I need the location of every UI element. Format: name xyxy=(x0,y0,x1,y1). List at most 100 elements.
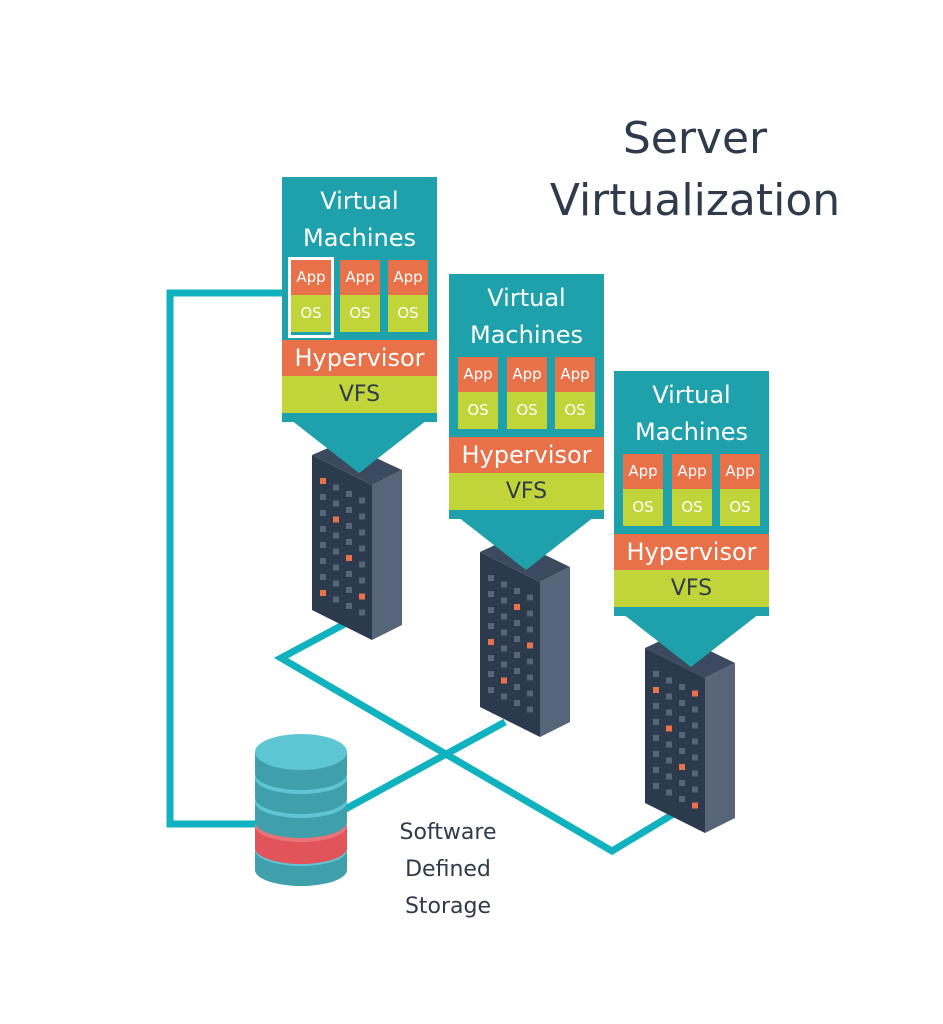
rack-light xyxy=(692,770,698,777)
rack-light xyxy=(679,684,685,690)
rack-light xyxy=(359,561,365,568)
rack-light xyxy=(679,732,685,738)
vfs-layer: VFS xyxy=(614,570,769,607)
vm-2[interactable]: App OS xyxy=(672,454,712,529)
rack-light xyxy=(359,513,365,520)
rack-light xyxy=(514,636,520,642)
os-layer: OS xyxy=(672,489,712,526)
app-layer: App xyxy=(291,260,331,295)
rack-light xyxy=(320,526,326,532)
app-layer: App xyxy=(507,357,547,392)
hypervisor-layer: Hypervisor xyxy=(614,534,769,570)
rack-light xyxy=(501,613,507,620)
app-layer: App xyxy=(555,357,595,392)
os-layer: OS xyxy=(340,295,380,332)
rack-light xyxy=(692,690,698,697)
rack-light xyxy=(514,588,520,594)
rack-light xyxy=(359,609,365,616)
app-layer: App xyxy=(623,454,663,489)
rack-light xyxy=(346,555,352,561)
host-1: Virtual Machines App OS App OS App OS Hy… xyxy=(282,177,437,473)
rack-light xyxy=(679,780,685,786)
rack-light xyxy=(501,693,507,700)
rack-light xyxy=(320,542,326,548)
vm-2[interactable]: App OS xyxy=(507,357,547,432)
rack-light xyxy=(679,796,685,802)
rack-light xyxy=(488,639,494,645)
rack-light xyxy=(333,580,339,587)
vm-heading: Virtual Machines xyxy=(303,187,416,252)
rack-light xyxy=(653,735,659,741)
rack-light xyxy=(488,607,494,613)
rack-light xyxy=(514,700,520,706)
os-layer: OS xyxy=(720,489,760,526)
hypervisor-layer: Hypervisor xyxy=(449,437,604,473)
rack-light xyxy=(527,658,533,665)
rack-light xyxy=(359,497,365,504)
rack-light xyxy=(346,523,352,529)
rack-light xyxy=(359,545,365,552)
rack-light xyxy=(514,652,520,658)
rack-light xyxy=(692,754,698,761)
vm-3[interactable]: App OS xyxy=(388,260,428,335)
app-layer: App xyxy=(458,357,498,392)
rack-light xyxy=(501,645,507,652)
diagram-title: Server Virtualization xyxy=(520,108,870,232)
rack-light xyxy=(346,571,352,577)
title-line-1: Server xyxy=(622,113,768,164)
rack-light xyxy=(333,548,339,555)
rack-light xyxy=(527,690,533,697)
rack-light xyxy=(653,783,659,789)
app-layer: App xyxy=(720,454,760,489)
storage-label: Software Defined Storage xyxy=(399,820,497,919)
rack-light xyxy=(333,532,339,539)
link-host1-to-storage xyxy=(166,289,282,828)
rack-light xyxy=(527,674,533,681)
vm-3[interactable]: App OS xyxy=(720,454,760,529)
rack-light xyxy=(679,764,685,770)
rack-light xyxy=(527,594,533,601)
rack-light xyxy=(359,593,365,600)
host-2: Virtual Machines App OS App OS App OS Hy… xyxy=(449,274,604,570)
os-layer: OS xyxy=(291,295,331,332)
rack-light xyxy=(333,516,339,523)
vm-3[interactable]: App OS xyxy=(555,357,595,432)
vm-heading: Virtual Machines xyxy=(470,284,583,349)
rack-light xyxy=(501,597,507,604)
rack-light xyxy=(346,507,352,513)
rack-light xyxy=(320,590,326,596)
rack-light xyxy=(653,751,659,757)
rack-light xyxy=(666,789,672,796)
rack-light xyxy=(514,668,520,674)
rack-light xyxy=(679,716,685,722)
rack-light xyxy=(653,703,659,709)
rack-light xyxy=(666,741,672,748)
vm-1[interactable]: App OS xyxy=(458,357,498,432)
vm-2[interactable]: App OS xyxy=(340,260,380,335)
rack-light xyxy=(692,706,698,713)
rack-light xyxy=(320,574,326,580)
rack-light xyxy=(527,610,533,617)
rack-light xyxy=(488,623,494,629)
rack-light xyxy=(653,687,659,693)
vm-1[interactable]: App OS xyxy=(288,257,334,338)
rack-light xyxy=(653,767,659,773)
os-layer: OS xyxy=(555,392,595,429)
rack-light xyxy=(666,757,672,764)
rack-light xyxy=(653,719,659,725)
rack-light xyxy=(333,484,339,491)
os-layer: OS xyxy=(458,392,498,429)
title-line-2: Virtualization xyxy=(549,175,841,226)
rack-light xyxy=(527,642,533,649)
rack-light xyxy=(346,603,352,609)
os-layer: OS xyxy=(388,295,428,332)
vm-1[interactable]: App OS xyxy=(623,454,663,529)
rack-light xyxy=(346,587,352,593)
rack-light xyxy=(346,539,352,545)
rack-light xyxy=(666,725,672,732)
rack-light xyxy=(692,802,698,809)
rack-light xyxy=(514,620,520,626)
rack-light xyxy=(501,661,507,668)
